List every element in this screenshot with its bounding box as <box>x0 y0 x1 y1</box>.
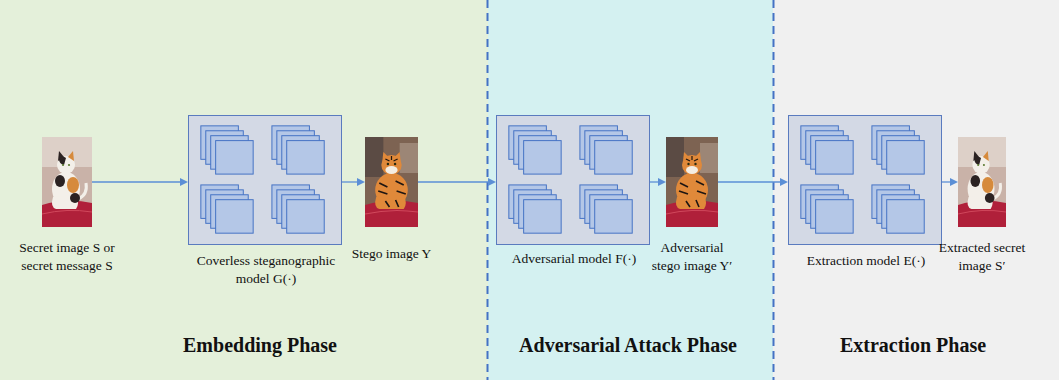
cat-photo <box>958 137 1006 227</box>
flow-arrow <box>942 178 958 186</box>
caption: Extraction model E(·) <box>781 252 951 270</box>
arrow-line <box>650 181 659 182</box>
network-layers <box>497 116 649 244</box>
caption: Adversarial model F(·) <box>484 250 664 268</box>
phase-label: Extraction Phase <box>778 332 1048 358</box>
phase-label: Embedding Phase <box>125 332 395 358</box>
model-box: Adversarial model F(·) <box>496 115 650 245</box>
tiger-photo <box>365 137 418 227</box>
flow-arrow <box>650 178 666 186</box>
phase-label: Adversarial Attack Phase <box>493 332 763 358</box>
phase-band: Extraction PhaseExtraction model E(·)Ext… <box>773 0 1059 380</box>
arrow-line <box>342 181 358 182</box>
arrow-line <box>942 181 951 182</box>
arrowhead <box>780 178 788 186</box>
arrowhead <box>488 178 496 186</box>
flow-arrow <box>342 178 365 186</box>
phase-band: Embedding Phase Secret image S or secret … <box>0 0 488 380</box>
dashed-divider <box>487 0 489 380</box>
stego-image: Stego image Y <box>365 137 418 227</box>
caption: Adversarial stego image Y′ <box>646 239 738 274</box>
caption: Secret image S or secret message S <box>2 239 132 274</box>
arrowhead <box>357 178 365 186</box>
network-layers <box>789 116 941 244</box>
arrowhead <box>658 178 666 186</box>
phase-band: Adversarial Attack Phase Adversarial mode… <box>488 0 773 380</box>
caption: Stego image Y <box>337 245 447 263</box>
cat-photo <box>42 137 92 227</box>
arrowhead <box>950 178 958 186</box>
dashed-divider <box>773 0 775 380</box>
secret-image: Secret image S or secret message S <box>42 137 92 227</box>
arrow-line <box>92 181 181 182</box>
arrow-line <box>418 181 489 182</box>
caption: Extracted secret image S′ <box>936 239 1028 274</box>
extracted-image: Extracted secret image S′ <box>958 137 1006 227</box>
arrowhead <box>180 178 188 186</box>
model-box: Coverless steganographic model G(·) <box>188 115 342 245</box>
flow-arrow <box>418 178 496 186</box>
tiger-photo <box>666 137 718 227</box>
arrow-line <box>718 181 781 182</box>
caption: Coverless steganographic model G(·) <box>181 252 351 287</box>
adversarial-stego-image: Adversarial stego image Y′ <box>666 137 718 227</box>
network-layers <box>189 116 341 244</box>
flow-arrow <box>92 178 188 186</box>
model-box: Extraction model E(·) <box>788 115 942 245</box>
flow-arrow <box>718 178 788 186</box>
